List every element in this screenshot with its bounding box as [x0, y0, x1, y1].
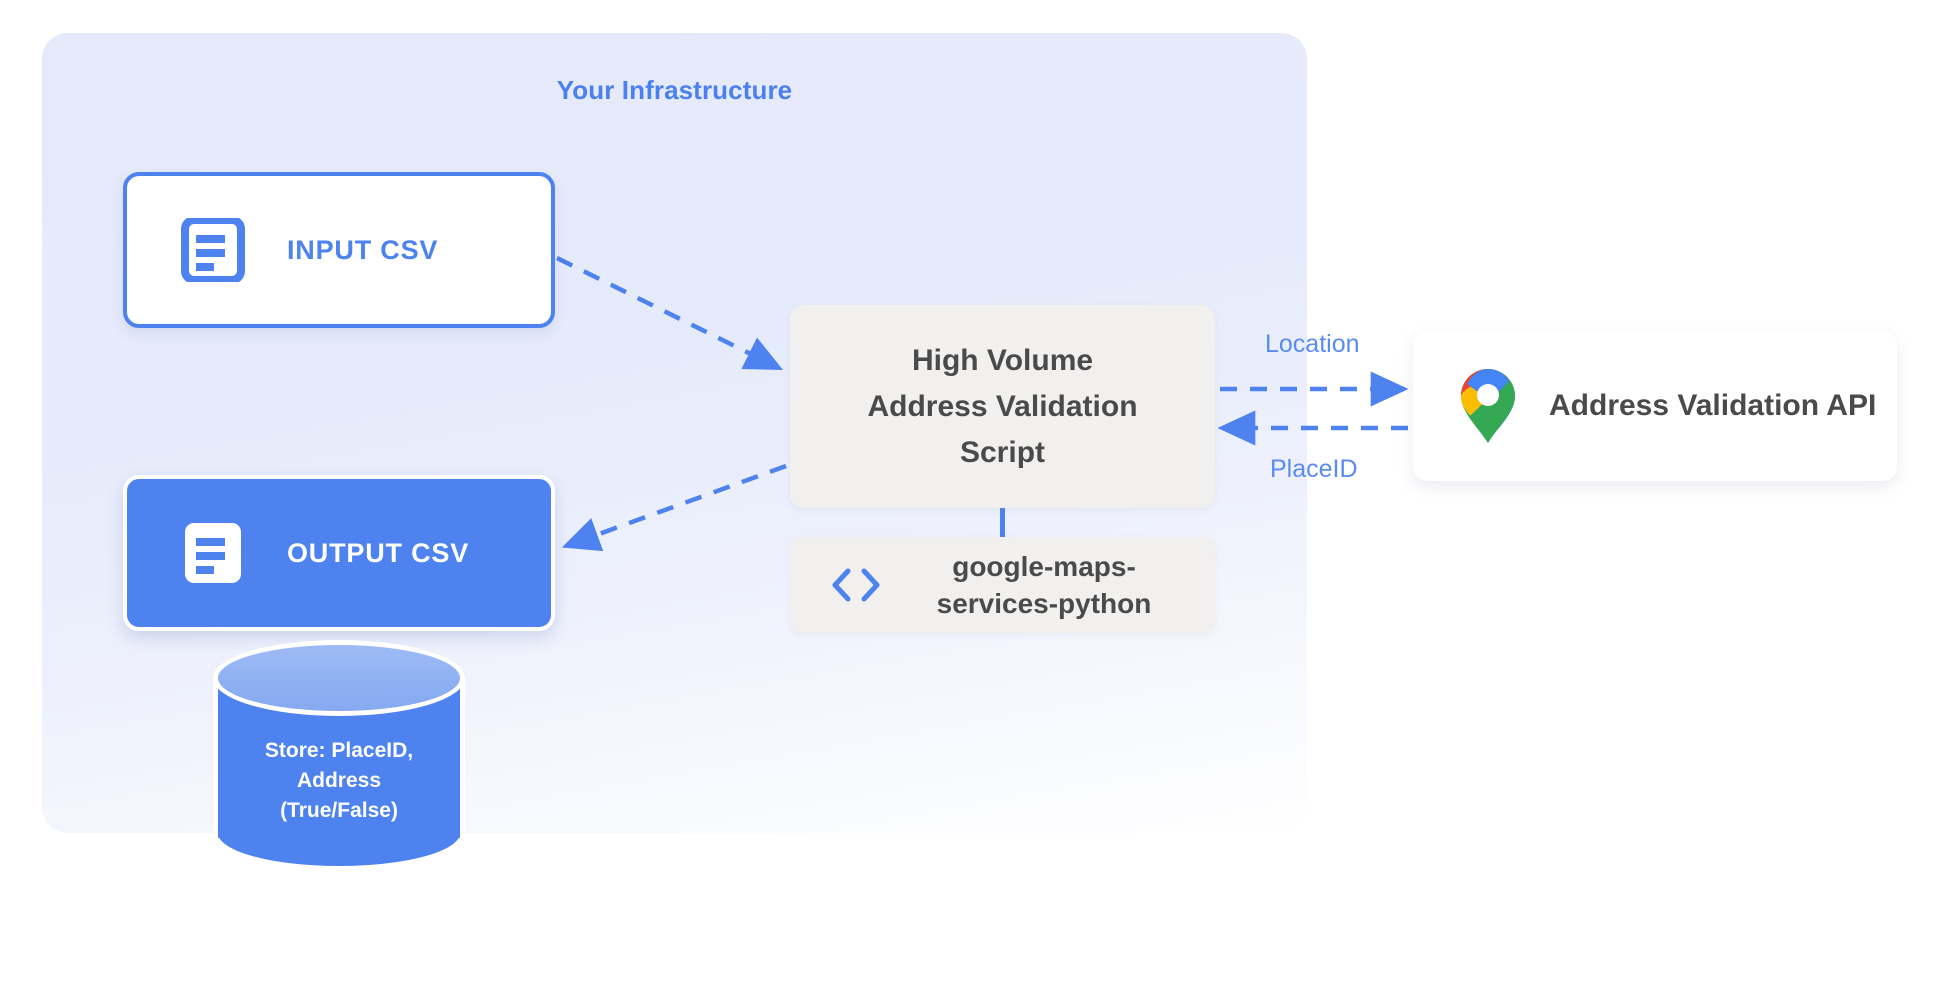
node-output-csv[interactable]: OUTPUT CSV [123, 475, 555, 631]
cylinder-top [213, 640, 465, 716]
datastore-line-3: (True/False) [280, 799, 398, 822]
code-brackets-icon [832, 568, 880, 602]
document-icon [181, 218, 245, 282]
script-line-1: High Volume [911, 343, 1094, 377]
node-api-label: Address Validation API [1549, 389, 1877, 422]
node-datastore[interactable]: Store: PlaceID, Address (True/False) [213, 640, 465, 875]
node-input-csv-label: INPUT CSV [287, 234, 439, 265]
edge-label-location: Location [1265, 330, 1360, 358]
node-validation-script[interactable]: High Volume Address Validation Script [790, 305, 1215, 508]
node-address-validation-api[interactable]: Address Validation API [1413, 331, 1897, 481]
node-input-csv[interactable]: INPUT CSV [123, 172, 555, 328]
script-line-3: Script [959, 435, 1046, 469]
google-maps-pin-icon [1461, 369, 1515, 443]
edge-label-placeid: PlaceID [1270, 455, 1358, 483]
datastore-line-2: Address [296, 769, 382, 792]
library-line-1: google-maps- [952, 551, 1136, 582]
script-library-connector [1000, 508, 1005, 537]
node-google-maps-services-python[interactable]: google-maps- services-python [790, 537, 1215, 633]
datastore-line-1: Store: PlaceID, [264, 739, 414, 762]
node-library-label: google-maps- services-python [914, 548, 1174, 622]
script-line-2: Address Validation [867, 389, 1138, 423]
node-output-csv-label: OUTPUT CSV [287, 537, 470, 568]
node-datastore-label: Store: PlaceID, Address (True/False) [213, 736, 465, 826]
library-line-2: services-python [936, 588, 1152, 619]
document-icon [185, 523, 241, 583]
your-infrastructure-title: Your Infrastructure [556, 75, 793, 105]
